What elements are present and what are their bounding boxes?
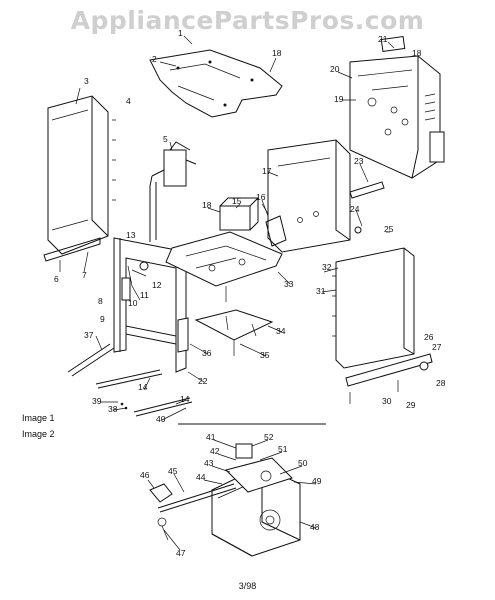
leader-lines [95, 35, 395, 551]
callout-16: 16 [256, 192, 266, 202]
callout-15: 15 [232, 196, 242, 206]
callout-labels: 1 2 3 4 5 6 7 8 9 10 11 12 13 14 14 15 1… [54, 28, 446, 558]
callout-24: 24 [350, 204, 360, 214]
left-side-panel [43, 87, 116, 273]
callout-26: 26 [424, 332, 434, 342]
callout-43: 43 [204, 458, 214, 468]
callout-35: 35 [260, 350, 270, 360]
callout-6: 6 [54, 274, 59, 284]
rear-divider [265, 139, 385, 253]
back-panel [349, 35, 445, 179]
callout-17: 17 [262, 166, 272, 176]
callout-37: 37 [84, 330, 94, 340]
callout-1: 1 [178, 28, 183, 38]
thermostat-assembly [149, 141, 197, 242]
callout-11: 11 [140, 290, 149, 300]
callout-38: 38 [108, 404, 118, 414]
callout-46: 46 [140, 470, 150, 480]
watermark: AppliancePartsPros.com [70, 6, 425, 35]
footer-date: 3/98 [238, 581, 257, 591]
burner-box [219, 197, 273, 231]
callout-42: 42 [210, 446, 220, 456]
callout-48: 48 [310, 522, 320, 532]
bottom-plate [165, 231, 283, 302]
callout-30: 30 [382, 396, 392, 406]
callout-34: 34 [276, 326, 286, 336]
callout-21: 21 [378, 34, 388, 44]
callout-2: 2 [152, 54, 157, 64]
front-frame [113, 237, 189, 373]
caption-image-1: Image 1 [22, 413, 55, 423]
callout-18-back: 18 [412, 48, 422, 58]
callout-12: 12 [152, 280, 162, 290]
callout-7: 7 [82, 270, 87, 280]
callout-41: 41 [206, 432, 216, 442]
callout-52: 52 [264, 432, 274, 442]
callout-40: 40 [156, 414, 166, 424]
callout-23: 23 [354, 156, 364, 166]
rails [67, 343, 193, 417]
callout-49: 49 [312, 476, 322, 486]
callout-32: 32 [322, 262, 332, 272]
callout-44: 44 [196, 472, 206, 482]
callout-29: 29 [406, 400, 416, 410]
callout-39: 39 [92, 396, 102, 406]
callout-47: 47 [176, 548, 186, 558]
callout-25: 25 [384, 224, 394, 234]
callout-5: 5 [163, 134, 168, 144]
floor-plate [194, 309, 274, 356]
top-cover-plate [149, 49, 283, 118]
caption-image-2: Image 2 [22, 429, 55, 439]
callout-50: 50 [298, 458, 308, 468]
callout-19: 19 [334, 94, 344, 104]
callout-28: 28 [436, 378, 446, 388]
callout-51: 51 [278, 444, 288, 454]
callout-3: 3 [84, 76, 89, 86]
callout-14a: 14 [138, 382, 148, 392]
callout-20: 20 [330, 64, 340, 74]
callout-14b: 14 [180, 394, 190, 404]
callout-33: 33 [284, 279, 294, 289]
callout-27: 27 [432, 342, 442, 352]
callout-8: 8 [98, 296, 103, 306]
callout-4: 4 [126, 96, 131, 106]
callout-31: 31 [316, 286, 326, 296]
callout-18-box: 18 [202, 200, 212, 210]
callout-18-top: 18 [272, 48, 282, 58]
callout-13: 13 [126, 230, 136, 240]
callout-45: 45 [168, 466, 178, 476]
right-side-panel [332, 247, 433, 404]
callout-9: 9 [100, 314, 105, 324]
burner-valve-assembly [149, 423, 326, 557]
callout-10: 10 [128, 298, 138, 308]
